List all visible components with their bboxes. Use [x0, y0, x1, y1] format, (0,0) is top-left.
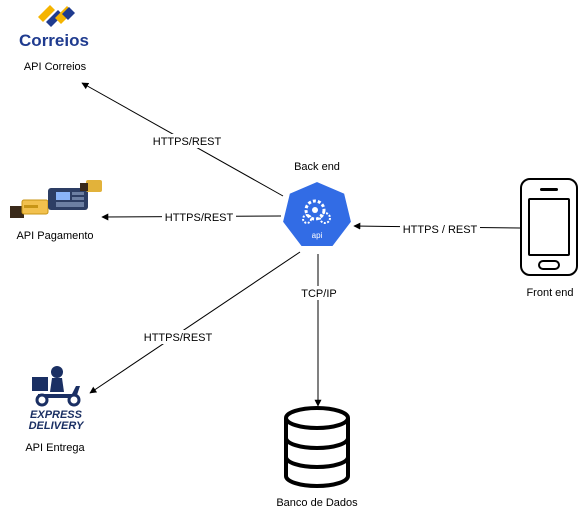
edge-label-pagamento: HTTPS/REST	[165, 212, 234, 224]
edge-frontend-to-backend: HTTPS / REST	[353, 222, 521, 236]
delivery-logo-line2: DELIVERY	[29, 420, 85, 432]
edge-backend-to-database: TCP/IP	[299, 254, 339, 407]
edge-backend-to-correios: HTTPS/REST	[81, 82, 284, 197]
label-banco-de-dados: Banco de Dados	[276, 497, 358, 509]
node-correios: Correios API Correios	[19, 5, 89, 73]
node-frontend: Front end	[520, 178, 578, 299]
database-cylinder-icon	[284, 406, 350, 488]
label-back-end: Back end	[294, 161, 340, 173]
correios-logo-text: Correios	[19, 31, 89, 50]
delivery-logo-line1: EXPRESS	[30, 409, 83, 421]
api-icon-text: api	[312, 231, 323, 240]
edge-label-entrega: HTTPS/REST	[144, 332, 213, 344]
node-entrega: EXPRESS DELIVERY API Entrega	[25, 366, 86, 454]
label-api-correios: API Correios	[24, 61, 87, 73]
edge-backend-to-pagamento: HTTPS/REST	[101, 210, 282, 224]
edge-label-frontend: HTTPS / REST	[403, 224, 478, 236]
node-database: Banco de Dados	[276, 406, 358, 509]
label-api-pagamento: API Pagamento	[16, 230, 93, 242]
kubernetes-api-icon: api	[280, 179, 354, 248]
label-front-end: Front end	[526, 287, 573, 299]
correios-logo-icon: Correios	[19, 5, 89, 50]
edge-backend-to-entrega: HTTPS/REST	[89, 251, 301, 394]
delivery-scooter-icon: EXPRESS DELIVERY	[29, 366, 85, 432]
node-pagamento: API Pagamento	[10, 180, 102, 242]
node-backend: Back end api	[280, 161, 354, 248]
edge-label-database: TCP/IP	[301, 288, 336, 300]
edge-label-correios: HTTPS/REST	[153, 136, 222, 148]
label-api-entrega: API Entrega	[25, 442, 85, 454]
card-payment-icon	[10, 180, 102, 218]
smartphone-icon	[520, 178, 578, 276]
